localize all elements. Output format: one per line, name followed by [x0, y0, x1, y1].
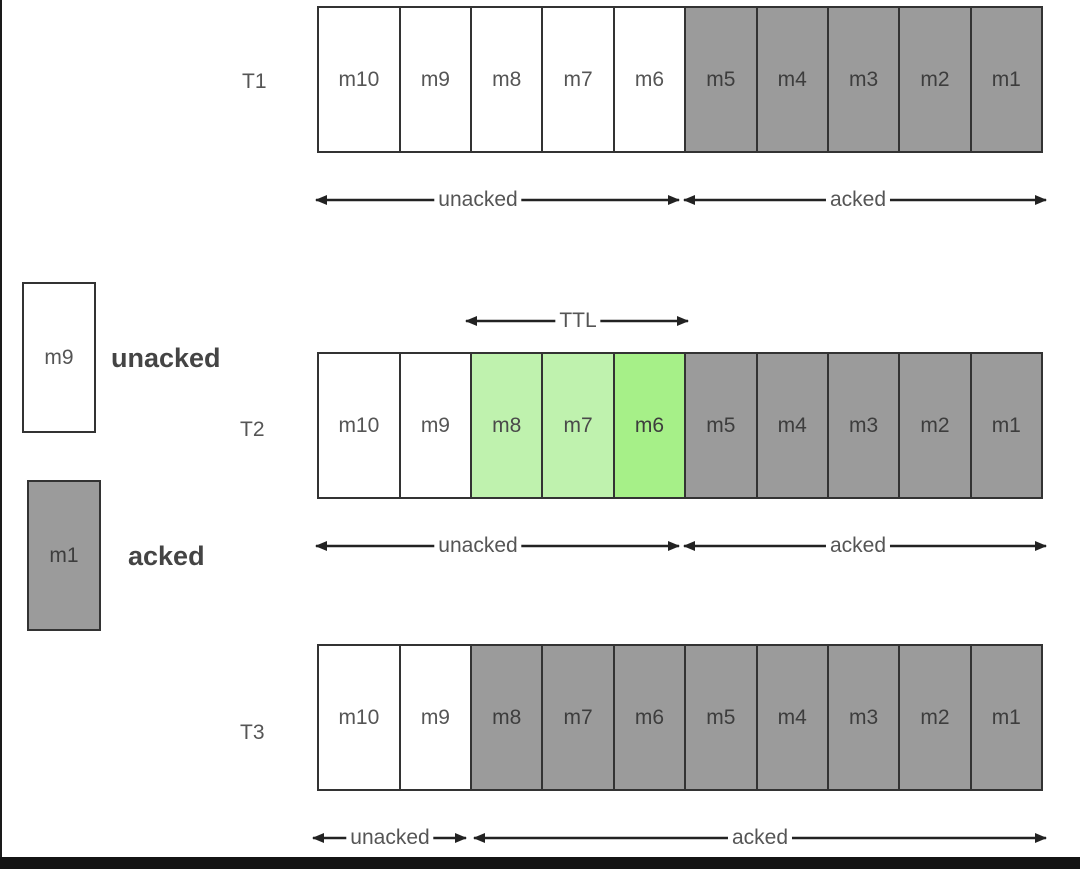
row-label-t3: T3	[240, 721, 265, 744]
message-cell-m1: m1	[969, 354, 1041, 497]
message-cell-m6: m6	[612, 354, 685, 497]
row-label-t1: T1	[242, 70, 267, 93]
message-cell-m5: m5	[684, 8, 756, 151]
message-cell-m4: m4	[755, 646, 827, 789]
legend-acked-label: acked	[128, 541, 205, 571]
t2-acked-label: acked	[825, 534, 891, 558]
message-cell-m4: m4	[755, 354, 827, 497]
t1-unacked-label: unacked	[434, 188, 522, 212]
message-cell-m5: m5	[684, 354, 756, 497]
message-cell-m8: m8	[470, 646, 542, 789]
t1-acked-label: acked	[825, 188, 891, 212]
message-cell-m7: m7	[541, 354, 613, 497]
row-label-t2: T2	[240, 418, 265, 441]
message-cell-m8: m8	[470, 354, 542, 497]
message-cell-m10: m10	[338, 413, 380, 437]
message-cell-m5: m5	[684, 646, 756, 789]
bottom-frame-border	[0, 857, 1080, 869]
legend-unacked-swatch: m9	[22, 282, 96, 433]
message-cell-m6: m6	[612, 646, 685, 789]
message-cell-m1: m1	[969, 646, 1041, 789]
message-cell-m2: m2	[898, 8, 970, 151]
message-cell-m3: m3	[826, 354, 899, 497]
message-cell-m8: m8	[470, 8, 541, 151]
message-cell-m9: m9	[398, 646, 470, 789]
message-cell-m10: m10	[338, 705, 380, 729]
message-cell-m1: m1	[969, 8, 1041, 151]
message-cell-m7: m7	[541, 646, 613, 789]
legend-acked-swatch: m1	[27, 480, 101, 631]
message-cell-m10: m10	[338, 67, 380, 91]
t2-unacked-label: unacked	[434, 534, 522, 558]
message-cell-m2: m2	[898, 354, 970, 497]
message-cell-m4: m4	[755, 8, 827, 151]
message-cell-m9: m9	[398, 354, 470, 497]
left-frame-border	[0, 0, 2, 869]
message-cell-m3: m3	[826, 8, 899, 151]
message-cell-m3: m3	[826, 646, 899, 789]
message-cell-m2: m2	[898, 646, 970, 789]
message-cell-m9: m9	[398, 8, 470, 151]
ttl-label: TTL	[555, 309, 601, 333]
legend-unacked-label: unacked	[111, 343, 221, 373]
t3-unacked-label: unacked	[346, 826, 434, 850]
t3-acked-label: acked	[727, 826, 793, 850]
message-cell-m6: m6	[612, 8, 684, 151]
message-cell-m7: m7	[541, 8, 612, 151]
